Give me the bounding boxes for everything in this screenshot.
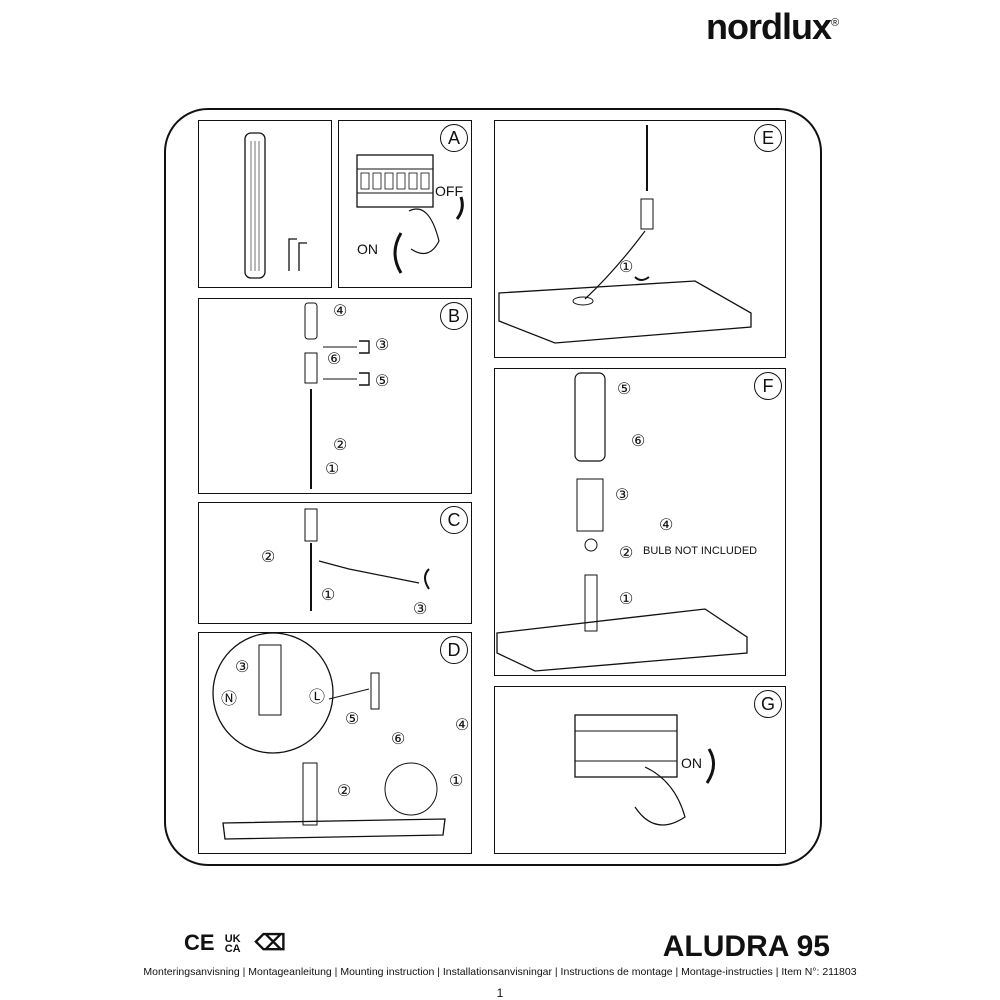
step-4: ④ [333, 303, 348, 320]
cable-illustration [304, 508, 430, 611]
step-letter-c: C [440, 506, 468, 534]
step-4: ④ [659, 517, 674, 534]
panel-g: G ON [494, 686, 786, 854]
step-2: ② [619, 545, 634, 562]
step-3: ③ [235, 659, 250, 676]
page-number: 1 [496, 986, 504, 1000]
step-2: ② [261, 549, 276, 566]
live-label: Ⓛ [309, 689, 326, 706]
step-5: ⑤ [375, 373, 390, 390]
step-1: ① [449, 773, 464, 790]
off-label: OFF [435, 183, 463, 199]
panel-product-overview [198, 120, 332, 288]
panel-b: B ④ ③ ⑥ ⑤ ② ① [198, 298, 472, 494]
step-1: ① [619, 259, 634, 276]
step-3: ③ [375, 337, 390, 354]
step-1: ① [619, 591, 634, 608]
step-6: ⑥ [631, 433, 646, 450]
weee-bin-icon: ⌫ [254, 930, 286, 955]
step-5: ⑤ [345, 711, 360, 728]
step-letter-e: E [754, 124, 782, 152]
step-4: ④ [455, 717, 470, 734]
footer-languages: Monteringsanvisning | Montageanleitung |… [143, 966, 857, 978]
on-label: ON [357, 241, 378, 257]
final-assembly-illustration [496, 372, 748, 672]
product-illustration [244, 132, 307, 279]
step-5: ⑤ [617, 381, 632, 398]
step-2: ② [333, 437, 348, 454]
step-1: ① [321, 587, 336, 604]
step-letter-b: B [440, 302, 468, 330]
step-3: ③ [413, 601, 428, 618]
disassembly-illustration [304, 302, 370, 489]
step-3: ③ [615, 487, 630, 504]
ground-mount-illustration [498, 125, 752, 344]
step-letter-d: D [440, 636, 468, 664]
on-label: ON [681, 755, 702, 771]
panel-e: E ① [494, 120, 786, 358]
step-6: ⑥ [327, 351, 342, 368]
step-letter-f: F [754, 372, 782, 400]
neutral-label: Ⓝ [221, 691, 238, 708]
wiring-illustration [212, 633, 446, 840]
breaker-on-illustration [574, 714, 715, 826]
product-title: ALUDRA 95 [662, 930, 830, 963]
brand-logo: nordlux® [706, 6, 839, 47]
step-letter-g: G [754, 690, 782, 718]
ce-mark: CE [184, 930, 215, 955]
panel-d: D ③ Ⓝ Ⓛ ⑤ ④ ⑥ ② ① [198, 632, 472, 854]
instruction-frame [164, 108, 822, 866]
breaker-off-illustration [356, 154, 464, 274]
step-6: ⑥ [391, 731, 406, 748]
panel-a: A OFF ON [338, 120, 472, 288]
step-letter-a: A [440, 124, 468, 152]
panel-f: F ⑤ ⑥ ③ ④ ② BULB NOT INCLUDED ① [494, 368, 786, 676]
step-2: ② [337, 783, 352, 800]
bulb-note: BULB NOT INCLUDED [643, 545, 758, 557]
step-1: ① [325, 461, 340, 478]
panel-c: C ② ① ③ [198, 502, 472, 624]
